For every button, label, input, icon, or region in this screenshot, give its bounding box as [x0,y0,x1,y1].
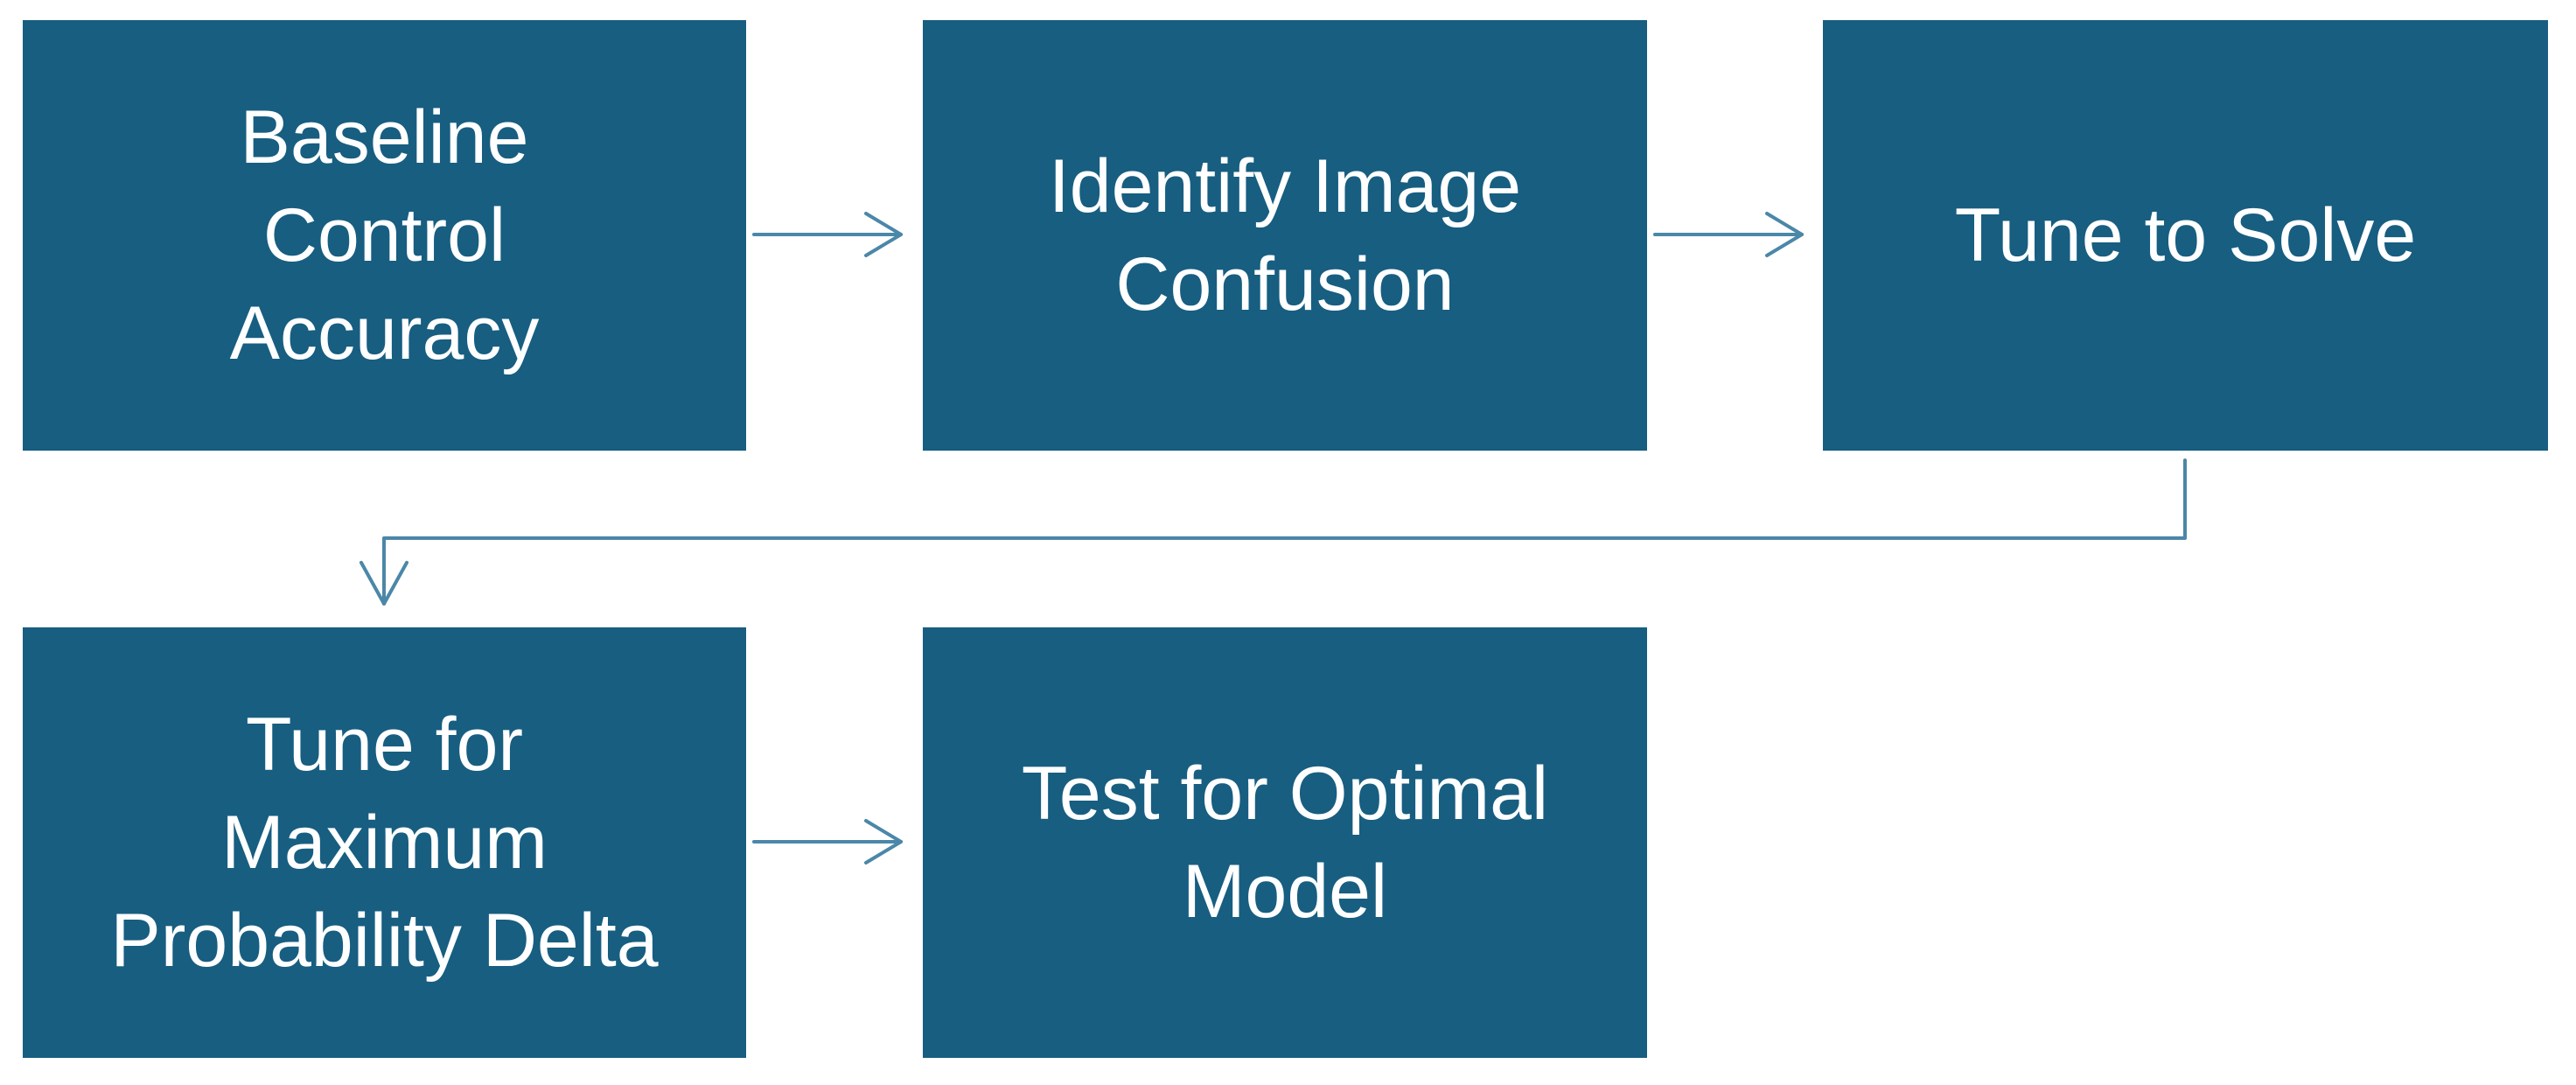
step-baseline-control-accuracy: Baseline Control Accuracy [23,20,746,451]
arrow-step4-to-step5 [752,819,903,864]
step-tune-for-maximum-probability-delta: Tune for Maximum Probability Delta [23,627,746,1058]
arrow-step1-to-step2 [752,212,903,257]
arrow-step3-to-step4 [360,458,2187,606]
step-label: Tune for Maximum Probability Delta [110,703,659,983]
arrow-step2-to-step3 [1653,212,1804,257]
step-label: Identify Image Confusion [1048,144,1522,326]
step-label: Baseline Control Accuracy [229,95,540,375]
step-tune-to-solve: Tune to Solve [1823,20,2548,451]
step-label: Tune to Solve [1954,193,2417,277]
step-label: Test for Optimal Model [1021,752,1549,934]
step-test-for-optimal-model: Test for Optimal Model [923,627,1647,1058]
step-identify-image-confusion: Identify Image Confusion [923,20,1647,451]
